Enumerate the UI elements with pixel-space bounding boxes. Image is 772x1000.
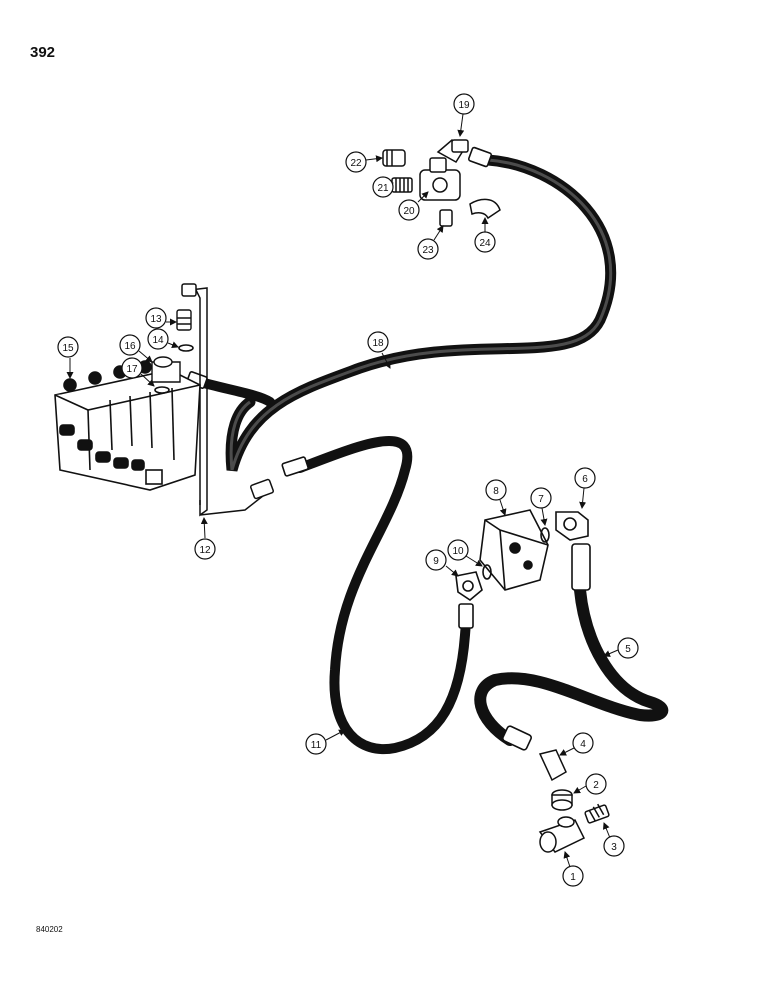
elbow-6 xyxy=(555,511,589,541)
callout-10: 10 xyxy=(447,539,483,567)
callout-17: 17 xyxy=(121,357,155,387)
callout-23: 23 xyxy=(417,225,444,260)
callout-19: 19 xyxy=(453,93,475,137)
plug-21 xyxy=(391,177,413,193)
callout-14: 14 xyxy=(147,328,179,350)
svg-text:3: 3 xyxy=(611,842,617,853)
svg-text:8: 8 xyxy=(493,486,499,497)
fitting-13 xyxy=(176,309,192,331)
svg-text:14: 14 xyxy=(152,335,164,346)
o-ring-14 xyxy=(178,344,194,352)
pump-8 xyxy=(479,509,549,591)
hose-short-valve xyxy=(195,377,275,407)
cross-fitting-20 xyxy=(419,157,461,201)
svg-text:17: 17 xyxy=(126,364,138,375)
svg-text:2: 2 xyxy=(593,780,599,791)
callout-1: 1 xyxy=(562,851,584,887)
figure-code: 840202 xyxy=(36,925,63,934)
svg-text:7: 7 xyxy=(538,494,544,505)
tee-fitting-1 xyxy=(538,816,586,853)
callout-15: 15 xyxy=(57,336,79,379)
callout-16: 16 xyxy=(119,334,153,363)
callout-20: 20 xyxy=(398,191,429,221)
hose-5 xyxy=(474,584,669,746)
callout-9: 9 xyxy=(425,549,459,577)
plug-3 xyxy=(584,803,610,824)
reducer-2 xyxy=(551,789,573,811)
callout-11: 11 xyxy=(305,729,346,755)
callout-13: 13 xyxy=(145,307,177,329)
svg-text:6: 6 xyxy=(582,474,588,485)
elbow-19 xyxy=(436,139,469,164)
callout-7: 7 xyxy=(530,487,552,526)
o-ring-17 xyxy=(154,386,170,394)
svg-text:24: 24 xyxy=(479,238,491,249)
hose-18 xyxy=(225,154,617,472)
callout-18: 18 xyxy=(367,331,391,369)
svg-text:21: 21 xyxy=(377,183,389,194)
svg-text:13: 13 xyxy=(150,314,162,325)
svg-text:9: 9 xyxy=(433,556,439,567)
callout-8: 8 xyxy=(485,479,507,516)
svg-text:16: 16 xyxy=(124,341,136,352)
elbow-4 xyxy=(538,749,567,782)
callout-3: 3 xyxy=(602,822,625,857)
callout-21: 21 xyxy=(372,176,394,198)
page-number: 392 xyxy=(30,44,56,61)
callout-24: 24 xyxy=(474,217,496,253)
tube-12 xyxy=(181,283,274,517)
svg-text:5: 5 xyxy=(625,644,631,655)
svg-text:1: 1 xyxy=(570,872,576,883)
svg-text:22: 22 xyxy=(350,158,362,169)
svg-text:20: 20 xyxy=(403,206,415,217)
callout-22: 22 xyxy=(345,151,383,173)
callout-12: 12 xyxy=(194,517,216,560)
callout-5: 5 xyxy=(603,637,639,659)
elbow-9 xyxy=(455,571,483,601)
svg-text:4: 4 xyxy=(580,739,586,750)
o-ring-10 xyxy=(482,564,492,580)
callout-4: 4 xyxy=(559,732,594,756)
hose-fitting-crimp xyxy=(186,146,591,751)
svg-text:12: 12 xyxy=(199,545,211,556)
svg-text:10: 10 xyxy=(452,546,464,557)
adapter-22 xyxy=(382,149,406,167)
elbow-24 xyxy=(469,198,501,220)
o-ring-7 xyxy=(540,527,550,543)
svg-text:18: 18 xyxy=(372,338,384,349)
callout-6: 6 xyxy=(574,467,596,509)
svg-text:11: 11 xyxy=(311,740,322,751)
svg-text:15: 15 xyxy=(62,343,74,354)
callout-2: 2 xyxy=(573,773,607,795)
tee-fitting-16 xyxy=(151,356,181,383)
svg-text:23: 23 xyxy=(422,245,434,256)
svg-text:19: 19 xyxy=(458,100,470,111)
control-valve xyxy=(54,360,201,491)
hose-11 xyxy=(295,435,471,755)
plug-23 xyxy=(439,209,453,227)
